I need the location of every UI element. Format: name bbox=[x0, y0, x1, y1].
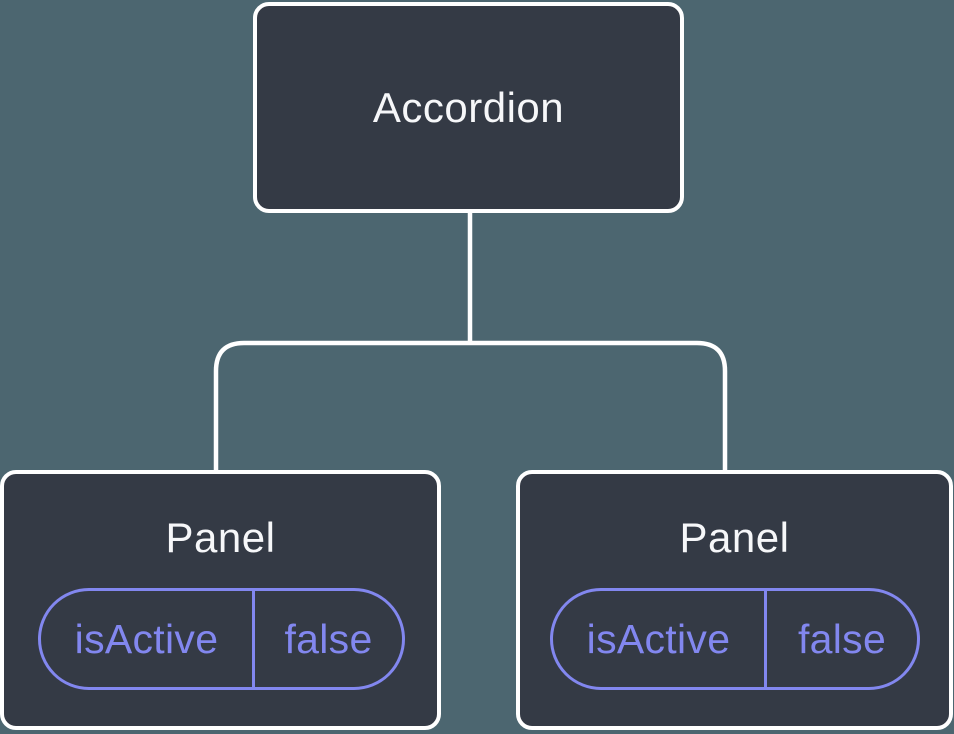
state-name: isActive bbox=[553, 591, 767, 687]
state-pill: isActive false bbox=[550, 588, 920, 690]
state-value: false bbox=[797, 615, 887, 662]
node-label-accordion: Accordion bbox=[372, 83, 565, 131]
tree-node-accordion: Accordion bbox=[253, 2, 684, 213]
node-label-panel: Panel bbox=[165, 514, 276, 561]
state-value: false bbox=[284, 615, 373, 662]
state-name: isActive bbox=[41, 591, 255, 687]
state-pill: isActive false bbox=[38, 588, 405, 690]
connector-bracket bbox=[213, 340, 728, 476]
tree-node-panel-2: Panel isActive false bbox=[516, 470, 953, 730]
node-label-panel: Panel bbox=[679, 514, 790, 561]
tree-node-panel-1: Panel isActive false bbox=[0, 470, 441, 730]
